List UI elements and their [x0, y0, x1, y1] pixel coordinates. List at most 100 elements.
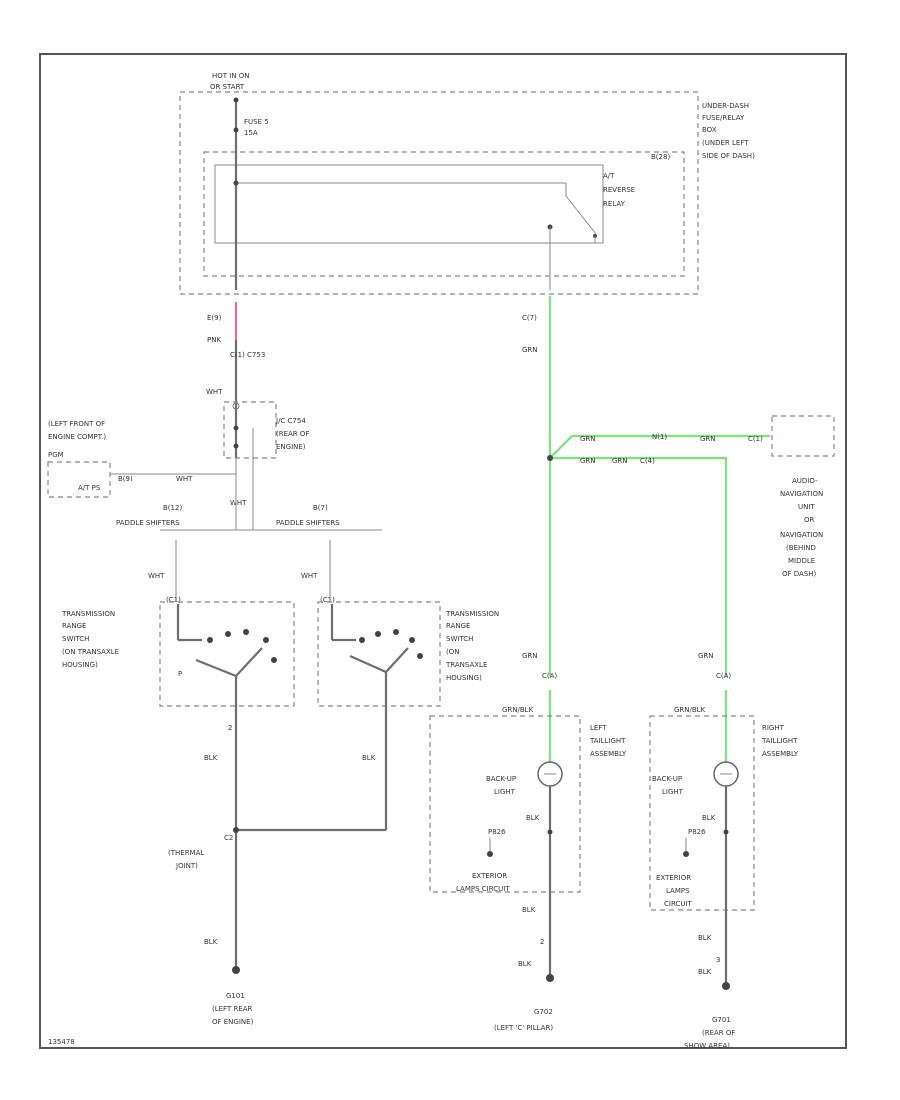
relay-inner-box [214, 164, 604, 244]
junction-connector-box [223, 401, 277, 459]
relay-connector-label: B(28) [651, 153, 670, 161]
nav-unit-label-3: UNIT [798, 503, 815, 511]
nav-unit-label-6: (BEHIND [786, 544, 816, 552]
left-wire-color: PNK [207, 336, 221, 344]
paddle-wht-label: WHT [230, 499, 247, 507]
right-tail-circuit-3: CIRCUIT [664, 900, 693, 908]
relay-contact [565, 195, 597, 235]
thermal-joint-label-1: (THERMAL [168, 849, 204, 857]
trans-right-label-6: HOUSING) [446, 674, 482, 682]
right-tail-light-2: LIGHT [662, 788, 684, 796]
left-front-label-1: (LEFT FRONT OF [48, 420, 105, 428]
ground-g101-label-1: G101 [226, 992, 245, 1000]
right-tail-label-2: TAILLIGHT [761, 737, 798, 745]
left-tail-blk3: BLK [518, 960, 532, 968]
hot-label-line1: HOT IN ON [212, 72, 250, 80]
right-tail-circuit-2: LAMPS [666, 887, 690, 895]
nav-wire-grn4: GRN [612, 457, 628, 465]
paddle-right-wht: WHT [301, 572, 318, 580]
right-tail-pin2: 3 [716, 956, 720, 964]
fuse-box-label-5: SIDE OF DASH) [702, 152, 755, 160]
trans-right-label-2: RANGE [446, 622, 470, 630]
nav-wire-grn2: GRN [700, 435, 716, 443]
junction-label-1: J/C C754 [275, 417, 306, 425]
nav-wire-c2: C(4) [640, 457, 655, 465]
nav-unit-label-7: MIDDLE [788, 557, 815, 565]
left-tail-label-2: TAILLIGHT [589, 737, 626, 745]
ground-g701-label-2: (REAR OF [702, 1029, 735, 1037]
trans-left-label-2: RANGE [62, 622, 86, 630]
footer-code: 135478 [48, 1038, 75, 1046]
bottom-left-color-right: BLK [362, 754, 376, 762]
nav-unit-label-2: NAVIGATION [780, 490, 823, 498]
ground-g101-label-2: (LEFT REAR [212, 1005, 253, 1013]
left-front-color: WHT [176, 475, 193, 483]
bottom-left-pin: 2 [228, 724, 232, 732]
ground-g701 [722, 982, 730, 990]
paddle-left-pin: (C1) [166, 596, 181, 604]
paddle-left-label: PADDLE SHIFTERS [116, 519, 180, 527]
trans-switch-right-box [317, 601, 441, 707]
left-front-label-2: ENGINE COMPT.) [48, 433, 106, 441]
fuse-box-label-2: FUSE/RELAY [702, 114, 745, 122]
nav-wire-pin: N(1) [652, 433, 667, 441]
ground-g701-label-3: SHOW AREA) [684, 1042, 730, 1050]
trans-left-label-5: HOUSING) [62, 661, 98, 669]
left-tail-label-1: LEFT [590, 724, 607, 732]
right-tail-conn: C(A) [716, 672, 731, 680]
left-tail-circuit-2: LAMPS CIRCUIT [456, 885, 510, 893]
fuse-label-line1: FUSE 5 [244, 118, 269, 126]
nav-wire-grn1: GRN [580, 435, 596, 443]
paddle-right-connector: B(7) [313, 504, 328, 512]
left-wire-after-color: WHT [206, 388, 223, 396]
nav-wire-grn3: GRN [580, 457, 596, 465]
trans-left-arm [195, 658, 237, 678]
ground-g701-label-1: G701 [712, 1016, 731, 1024]
right-tail-blk3: BLK [698, 968, 712, 976]
left-front-pin: PGM [48, 451, 64, 459]
bottom-left-color-bottom: BLK [204, 938, 218, 946]
trans-left-label-1: TRANSMISSION [61, 610, 115, 618]
relay-module-box [203, 151, 685, 277]
junction-label-3: ENGINE) [276, 443, 306, 451]
left-front-ref: A/T PS [78, 484, 101, 492]
nav-unit-box [771, 415, 835, 457]
trans-switch-left-box [159, 601, 295, 707]
left-tail-wire-color: GRN [522, 652, 538, 660]
right-tail-circuit-1: EXTERIOR [656, 874, 691, 882]
paddle-left-connector: B(12) [163, 504, 182, 512]
thermal-joint-pin: C2 [224, 834, 233, 842]
nav-unit-label-4: OR [804, 516, 815, 524]
trans-right-label-1: TRANSMISSION [445, 610, 499, 618]
fuse-box-label-1: UNDER-DASH [702, 102, 749, 110]
left-wire-connector: C(1) C753 [230, 351, 265, 359]
left-front-pin2: B(9) [118, 475, 133, 483]
nav-wire-c1: C(1) [748, 435, 763, 443]
green-wire-group [548, 296, 770, 768]
relay-label-2: REVERSE [603, 186, 635, 194]
relay-out-pin: C(7) [522, 314, 537, 322]
left-tail-label-3: ASSEMBLY [590, 750, 627, 758]
fuse-box-label-4: (UNDER LEFT [702, 139, 749, 147]
left-tail-blk: BLK [526, 814, 540, 822]
ground-g702 [546, 974, 554, 982]
left-tail-light-1: BACK-UP [486, 775, 516, 783]
right-tail-circuit-pin: P826 [688, 828, 706, 836]
right-tail-label-1: RIGHT [762, 724, 785, 732]
paddle-right-pin: (C1) [320, 596, 335, 604]
relay-label-3: RELAY [603, 200, 626, 208]
trans-right-label-4: (ON [446, 648, 459, 656]
diagram-frame [39, 53, 847, 1049]
right-taillight-box [649, 715, 755, 911]
connector-c753 [232, 402, 240, 410]
paddle-left-wht: WHT [148, 572, 165, 580]
hot-label-line2: OR START [210, 83, 245, 91]
right-tail-blk: BLK [702, 814, 716, 822]
right-tail-label-3: ASSEMBLY [762, 750, 799, 758]
ground-g101 [232, 966, 240, 974]
left-tail-light-2: LIGHT [494, 788, 516, 796]
bottom-left-color-left: BLK [204, 754, 218, 762]
trans-right-label-5: TRANSAXLE [445, 661, 487, 669]
paddle-right-label: PADDLE SHIFTERS [276, 519, 340, 527]
nav-unit-label-5: NAVIGATION [780, 531, 823, 539]
